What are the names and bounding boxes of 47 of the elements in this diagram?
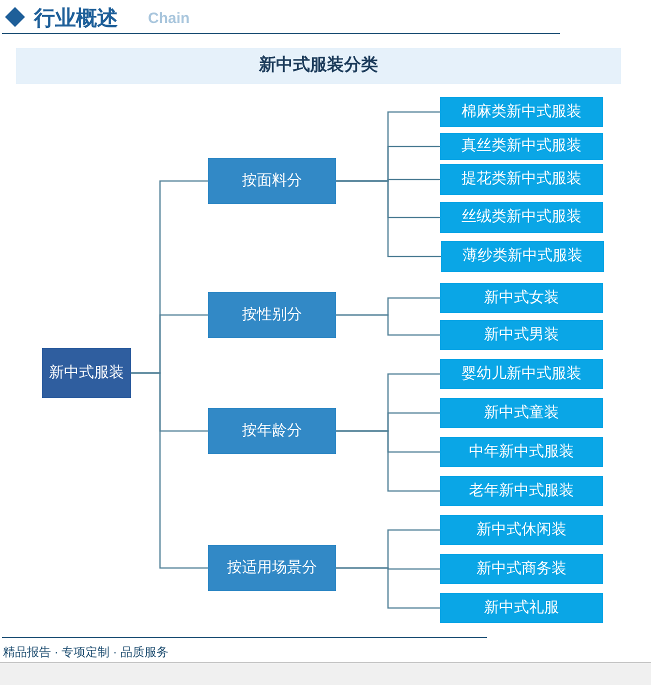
node-label: 按年龄分 bbox=[242, 420, 302, 441]
connector-line bbox=[336, 314, 440, 336]
node-label: 按适用场景分 bbox=[227, 558, 317, 578]
leaf-box bbox=[440, 97, 603, 127]
leaf-box bbox=[440, 554, 603, 584]
node-label: 婴幼儿新中式服装 bbox=[462, 364, 582, 384]
node-label: 新中式女装 bbox=[484, 288, 559, 308]
header-title: 行业概述 bbox=[34, 6, 118, 32]
node-label: 新中式童装 bbox=[484, 402, 559, 423]
leaf-box bbox=[440, 133, 603, 160]
leaf-box bbox=[441, 241, 604, 272]
node-label: 按性别分 bbox=[242, 304, 302, 325]
connector-line bbox=[336, 567, 440, 609]
leaf-box bbox=[440, 398, 603, 428]
category-box bbox=[208, 545, 336, 591]
category-box bbox=[208, 292, 336, 338]
connector-line bbox=[336, 430, 440, 492]
node-label: 新中式礼服 bbox=[484, 598, 559, 618]
node-label: 中年新中式服装 bbox=[469, 442, 574, 462]
connector-line bbox=[131, 372, 208, 569]
leaf-box bbox=[440, 593, 603, 623]
node-label: 棉麻类新中式服装 bbox=[462, 102, 582, 122]
footer-slogan: 精品报告 · 专项定制 · 品质服务 bbox=[3, 644, 168, 661]
node-label: 丝绒类新中式服装 bbox=[462, 207, 582, 228]
node-label: 新中式服装 bbox=[49, 362, 124, 383]
leaf-box bbox=[440, 202, 603, 233]
root-box bbox=[42, 348, 131, 398]
node-label: 薄纱类新中式服装 bbox=[462, 246, 582, 266]
node-label: 新中式休闲装 bbox=[476, 520, 566, 540]
connector-line bbox=[336, 180, 441, 258]
node-label: 老年新中式服装 bbox=[469, 480, 574, 501]
header-subtitle: Chain bbox=[148, 9, 190, 29]
node-label: 新中式男装 bbox=[484, 324, 559, 345]
diagram-title: 新中式服装分类 bbox=[259, 54, 378, 78]
leaf-box bbox=[440, 515, 603, 545]
leaf-box bbox=[440, 437, 603, 467]
node-label: 提花类新中式服装 bbox=[462, 169, 582, 190]
category-box bbox=[208, 408, 336, 454]
node-label: 真丝类新中式服装 bbox=[462, 136, 582, 156]
leaf-box bbox=[440, 476, 603, 506]
leaf-box bbox=[440, 320, 603, 350]
leaf-box bbox=[440, 164, 603, 195]
category-box bbox=[208, 158, 336, 204]
leaf-box bbox=[440, 359, 603, 389]
node-label: 新中式商务装 bbox=[476, 558, 566, 579]
node-label: 按面料分 bbox=[242, 170, 302, 191]
leaf-box bbox=[440, 283, 603, 313]
